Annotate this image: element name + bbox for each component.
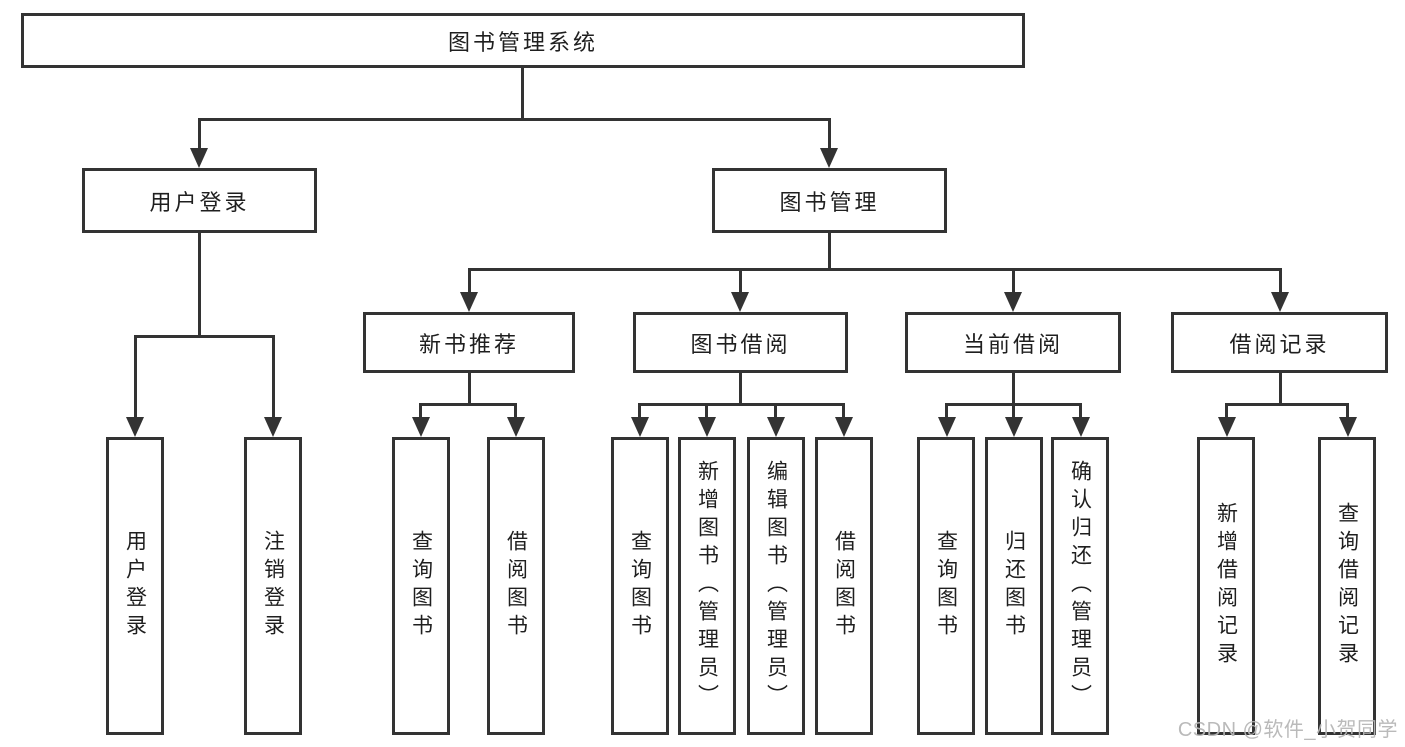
leaf-edit-books-admin: 编辑图书（管理员） [747, 437, 805, 735]
leaf-confirm-return-admin: 确认归还（管理员） [1051, 437, 1109, 735]
edge-line [945, 403, 948, 419]
arrow-head [835, 417, 853, 437]
edge-line [1225, 403, 1349, 406]
edge-line [1079, 403, 1082, 419]
edge-line [1279, 268, 1282, 294]
edge-line [468, 268, 1282, 271]
edge-line [198, 118, 831, 121]
node-book-borrow: 图书借阅 [633, 312, 848, 373]
edge-line [198, 118, 201, 150]
edge-line [134, 335, 275, 338]
edge-line [1225, 403, 1228, 419]
edge-line [272, 335, 275, 419]
arrow-head [1072, 417, 1090, 437]
arrow-head [126, 417, 144, 437]
arrow-head [698, 417, 716, 437]
edge-line [828, 233, 831, 271]
edge-line [739, 268, 742, 294]
leaf-user-login: 用户登录 [106, 437, 164, 735]
edge-line [468, 268, 471, 294]
edge-line [198, 233, 201, 337]
arrow-head [1339, 417, 1357, 437]
arrow-head [507, 417, 525, 437]
leaf-query-borrow-record: 查询借阅记录 [1318, 437, 1376, 735]
edge-line [521, 68, 524, 120]
leaf-return-books: 归还图书 [985, 437, 1043, 735]
leaf-add-books-admin: 新增图书（管理员） [678, 437, 736, 735]
node-current-borrow: 当前借阅 [905, 312, 1121, 373]
arrow-head [767, 417, 785, 437]
node-new-book-recommend: 新书推荐 [363, 312, 575, 373]
edge-line [514, 403, 517, 419]
edge-line [1279, 373, 1282, 406]
arrow-head [460, 292, 478, 312]
arrow-head [1005, 417, 1023, 437]
node-book-management: 图书管理 [712, 168, 947, 233]
edge-line [468, 373, 471, 406]
leaf-query-books-current: 查询图书 [917, 437, 975, 735]
edge-line [1012, 403, 1015, 419]
edge-line [638, 403, 641, 419]
edge-line [842, 403, 845, 419]
leaf-add-borrow-record: 新增借阅记录 [1197, 437, 1255, 735]
edge-line [1012, 268, 1015, 294]
arrow-head [938, 417, 956, 437]
edge-line [638, 403, 845, 406]
leaf-logout: 注销登录 [244, 437, 302, 735]
arrow-head [1271, 292, 1289, 312]
arrow-head [264, 417, 282, 437]
leaf-borrow-books: 借阅图书 [815, 437, 873, 735]
node-borrow-records: 借阅记录 [1171, 312, 1388, 373]
csdn-watermark: CSDN @软件_小贺同学 [1177, 719, 1398, 741]
leaf-query-books-recommend: 查询图书 [392, 437, 450, 735]
arrow-head [731, 292, 749, 312]
edge-line [419, 403, 422, 419]
edge-line [134, 335, 137, 419]
node-root-system: 图书管理系统 [21, 13, 1025, 68]
arrow-head [1218, 417, 1236, 437]
leaf-borrow-books-recommend: 借阅图书 [487, 437, 545, 735]
edge-line [739, 373, 742, 406]
edge-line [1346, 403, 1349, 419]
edge-line [774, 403, 777, 419]
edge-line [828, 118, 831, 150]
arrow-head [190, 148, 208, 168]
edge-line [705, 403, 708, 419]
node-user-login: 用户登录 [82, 168, 317, 233]
edge-line [419, 403, 517, 406]
arrow-head [631, 417, 649, 437]
arrow-head [1004, 292, 1022, 312]
arrow-head [820, 148, 838, 168]
arrow-head [412, 417, 430, 437]
edge-line [1012, 373, 1015, 406]
leaf-query-books-borrow: 查询图书 [611, 437, 669, 735]
